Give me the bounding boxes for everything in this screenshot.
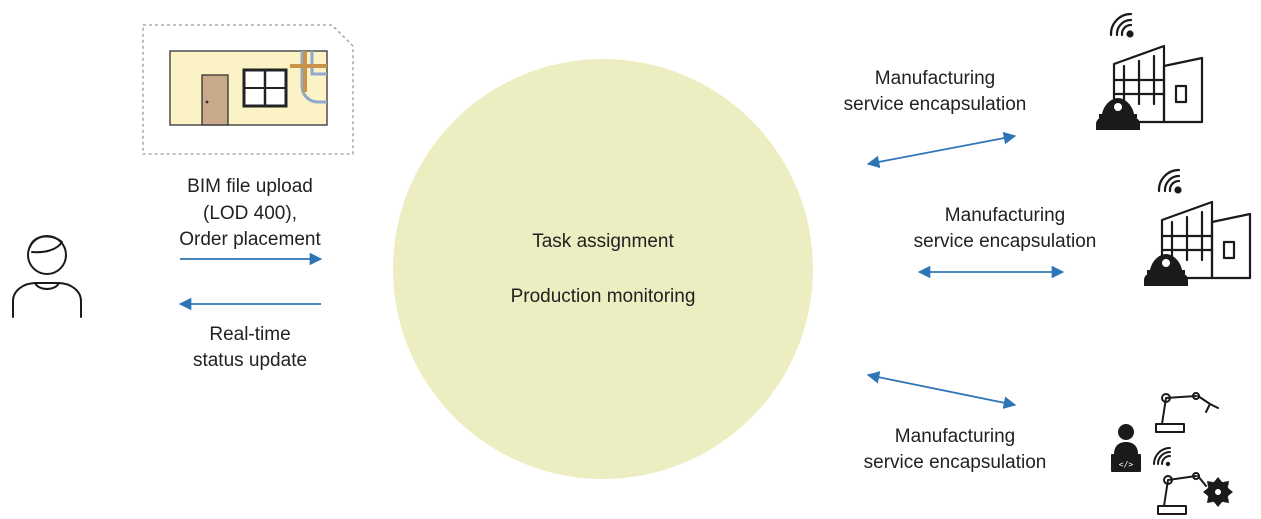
- upload-label-line2: (LOD 400),: [203, 203, 297, 224]
- provider-2-label-line1: Manufacturing: [944, 205, 1066, 226]
- status-label-line1: Real-time: [209, 324, 291, 345]
- provider-3-label-line2: service encapsulation: [863, 452, 1047, 473]
- provider-1-arrow: [866, 131, 1017, 169]
- factory-with-worker-icon: [1096, 12, 1204, 130]
- provider-1-label-line1: Manufacturing: [874, 68, 996, 89]
- provider-3-arrow: [866, 371, 1017, 409]
- provider-3-label-line1: Manufacturing: [894, 426, 1016, 447]
- person-outline-icon: [12, 235, 82, 318]
- provider-1-label-line2: service encapsulation: [843, 94, 1027, 115]
- upload-label-line3: Order placement: [179, 229, 321, 250]
- bim-model-thumbnail-icon: [142, 24, 354, 155]
- provider-2-label-line2: service encapsulation: [913, 231, 1097, 252]
- robot-arm-with-operator-icon: </>: [1111, 392, 1233, 515]
- svg-text:</>: </>: [1119, 460, 1134, 469]
- platform-task-assignment-label: Task assignment: [532, 231, 674, 252]
- factory-with-worker-icon: [1144, 168, 1252, 286]
- platform-production-monitoring-label: Production monitoring: [510, 286, 696, 307]
- status-label-line2: status update: [192, 350, 308, 371]
- upload-label-line1: BIM file upload: [187, 176, 313, 197]
